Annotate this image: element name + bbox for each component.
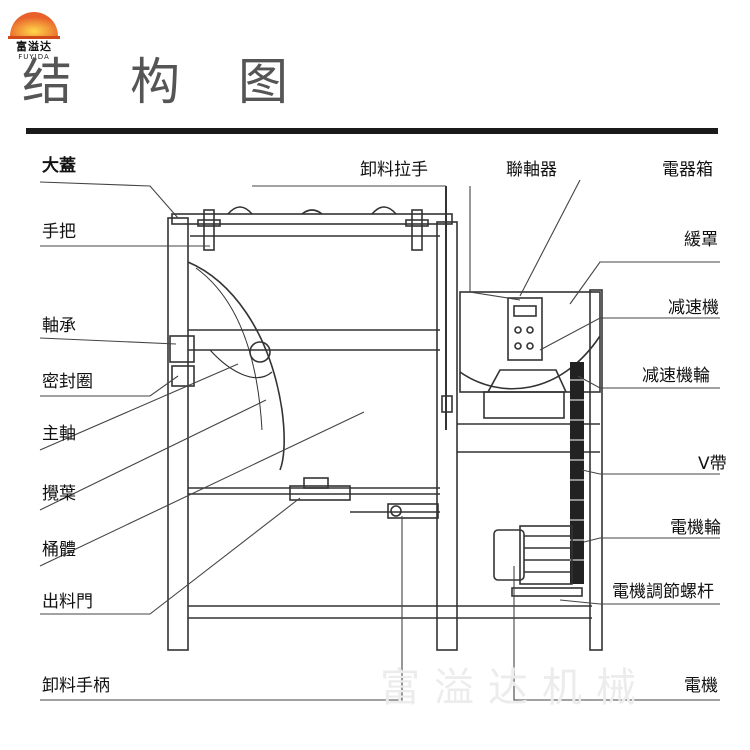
label-reducer-pulley: 减速機輪 xyxy=(642,366,710,386)
label-electric-box: 電器箱 xyxy=(662,160,713,180)
leader-lines xyxy=(39,179,720,701)
bearing-block xyxy=(169,335,195,363)
label-bearing: 軸承 xyxy=(42,316,76,336)
reducer-body xyxy=(487,369,567,393)
label-discharge-door: 出料門 xyxy=(42,592,93,612)
label-ribbon-blade: 攪葉 xyxy=(42,484,76,504)
label-barrel: 桶體 xyxy=(42,540,76,560)
label-coupling: 聯軸器 xyxy=(506,160,557,180)
label-lid: 大蓋 xyxy=(42,156,76,176)
label-motor-adjust-screw: 電機調節螺杆 xyxy=(612,582,714,602)
discharge-door-body xyxy=(289,485,351,501)
label-reducer: 减速機 xyxy=(668,298,719,318)
label-main-shaft: 主軸 xyxy=(42,424,76,444)
lid-bar xyxy=(171,213,453,225)
sun-logo-icon xyxy=(8,12,60,39)
logo-english-name: FUYIDA xyxy=(18,53,50,61)
watermark: 富溢达机械 xyxy=(380,665,650,711)
right-frame-post xyxy=(589,289,603,651)
lid-handle-left xyxy=(203,209,215,251)
label-v-belt: V帶 xyxy=(698,454,727,474)
label-motor: 電機 xyxy=(684,676,718,696)
label-motor-pulley: 電機輪 xyxy=(670,518,721,538)
label-guard-cover: 緩罩 xyxy=(684,230,718,250)
lid-bump xyxy=(227,206,253,215)
logo-chinese-name: 富溢达 xyxy=(16,40,52,53)
reducer-base xyxy=(483,391,565,419)
label-seal-ring: 密封圈 xyxy=(42,372,93,392)
lid-handle-right xyxy=(411,209,423,251)
motor-body xyxy=(519,525,573,585)
brand-logo: 富溢达 FUYIDA xyxy=(2,2,66,62)
guard-cover-curve xyxy=(459,335,601,390)
page-title: 结构图 xyxy=(22,53,346,111)
motor-endcap xyxy=(493,529,525,581)
label-handle: 手把 xyxy=(42,222,76,242)
electric-box xyxy=(507,297,543,361)
motor-mount xyxy=(511,587,583,597)
label-discharge-handle: 卸料手柄 xyxy=(42,676,110,696)
lid-bump xyxy=(371,206,397,215)
seal-ring-block xyxy=(171,365,195,387)
v-belt-band xyxy=(570,362,584,584)
lid-bump xyxy=(301,209,323,215)
title-rule xyxy=(26,128,718,134)
left-frame-post xyxy=(167,217,189,651)
label-discharge-lever: 卸料拉手 xyxy=(360,160,428,180)
shaft-hub xyxy=(249,341,271,363)
ribbon-blade-curve xyxy=(187,261,285,471)
discharge-pipe xyxy=(387,503,439,519)
